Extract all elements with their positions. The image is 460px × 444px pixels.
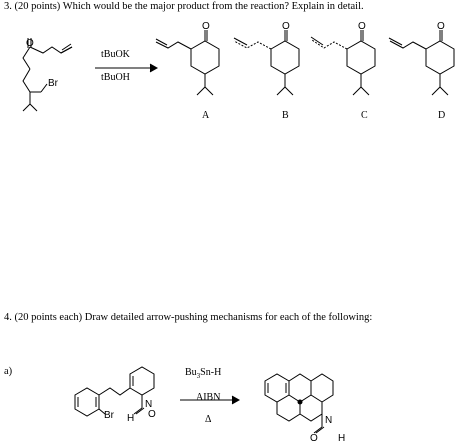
q4-reagent-top: Bu3Sn-H bbox=[185, 367, 221, 380]
product-a-structure bbox=[155, 30, 220, 96]
product-a-label: A bbox=[202, 110, 210, 121]
q4-product-oxygen: O bbox=[310, 433, 318, 444]
question-3-text: 3. (20 points) Which would be the major … bbox=[4, 1, 364, 12]
q4-product-hydrogen: H bbox=[338, 433, 345, 444]
product-b-structure bbox=[233, 30, 300, 96]
q3-reagent-top: tBuOK bbox=[101, 49, 130, 60]
q3-sm-oxygen: O bbox=[26, 38, 34, 49]
product-c-structure bbox=[310, 30, 376, 96]
q4-reagent-mid: AIBN bbox=[196, 392, 221, 403]
product-d-structure bbox=[388, 30, 455, 96]
product-b-label: B bbox=[282, 110, 289, 121]
q3-starting-material bbox=[22, 38, 73, 112]
question-4-text: 4. (20 points each) Draw detailed arrow-… bbox=[4, 312, 373, 323]
product-c-label: C bbox=[361, 110, 368, 121]
q4-reagent-bu: Bu bbox=[185, 367, 197, 378]
stereocenter-dot bbox=[297, 399, 303, 405]
q4-reagent-bottom: Δ bbox=[205, 414, 212, 425]
q4-starting-material bbox=[74, 366, 155, 417]
product-b-oxygen: O bbox=[282, 21, 290, 32]
q4-product-nitrogen: N bbox=[325, 415, 332, 426]
q4-reagent-snh: Sn-H bbox=[200, 367, 222, 378]
q4-reagent-sub: 3 bbox=[196, 372, 201, 380]
q4-sm-nitrogen: N bbox=[145, 399, 152, 410]
q4-sm-oxygen: O bbox=[148, 409, 156, 420]
part-a-label: a) bbox=[4, 366, 13, 377]
product-c-oxygen: O bbox=[358, 21, 366, 32]
q3-sm-bromine: Br bbox=[48, 78, 59, 89]
q4-sm-hydrogen: H bbox=[127, 413, 134, 424]
product-d-label: D bbox=[438, 110, 446, 121]
product-d-oxygen: O bbox=[437, 21, 445, 32]
q3-reagent-bottom: tBuOH bbox=[101, 72, 130, 83]
q4-sm-bromine: Br bbox=[104, 410, 115, 421]
q4-product bbox=[264, 373, 334, 434]
product-a-oxygen: O bbox=[202, 21, 210, 32]
